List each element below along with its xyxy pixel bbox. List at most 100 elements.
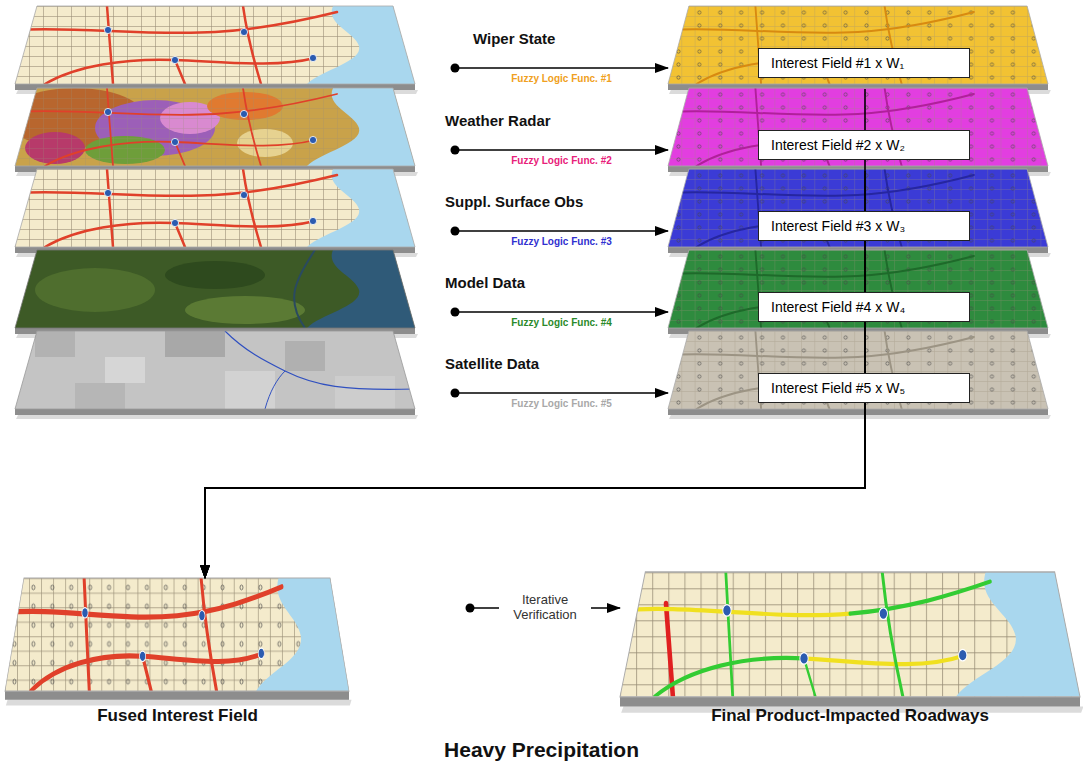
fuzzy-logic-label: Fuzzy Logic Func. #5 — [511, 398, 612, 409]
map-detail — [668, 88, 974, 166]
map-detail — [15, 88, 415, 166]
fused-map: Fused Interest Field — [5, 578, 470, 698]
map-detail — [956, 572, 1080, 697]
map-detail — [723, 605, 967, 665]
map-detail — [668, 6, 1048, 84]
interest-field-layer: Interest Field #5 x W₅ — [668, 331, 1048, 414]
map-detail — [5, 578, 349, 691]
map-detail — [804, 655, 965, 664]
fuzzy-logic-label: Fuzzy Logic Func. #4 — [511, 317, 612, 328]
map-detail — [668, 250, 1048, 328]
final-map: Final Product-Impacted Roadways — [620, 572, 1080, 698]
map-detail — [15, 6, 337, 84]
map-detail — [15, 88, 415, 166]
map-detail — [668, 331, 974, 409]
map-detail — [15, 250, 415, 328]
map-detail — [668, 88, 1048, 166]
map-detail — [15, 6, 415, 84]
map-detail — [668, 6, 974, 84]
map-detail — [225, 331, 415, 389]
map-detail — [15, 331, 415, 409]
map-detail — [5, 578, 349, 691]
map-detail — [15, 331, 415, 409]
map-detail — [668, 88, 1048, 166]
map-detail — [5, 578, 349, 691]
map-detail — [620, 572, 1080, 697]
map-detail — [104, 26, 316, 63]
interest-field-box: Interest Field #5 x W₅ — [758, 373, 970, 403]
map-detail — [307, 88, 415, 166]
map-detail — [668, 169, 1048, 247]
connector-arrow — [455, 67, 668, 69]
connector-arrow — [205, 414, 865, 578]
fused-map — [5, 578, 352, 706]
fuzzy-logic-label: Fuzzy Logic Func. #2 — [511, 155, 612, 166]
interest-field-layer — [668, 169, 1051, 257]
map-detail — [668, 250, 1048, 328]
interest-field-layer — [668, 250, 1051, 338]
map-detail — [15, 409, 418, 419]
map-detail — [668, 331, 1048, 409]
connector-arrow — [205, 333, 865, 578]
interest-field-box: Interest Field #1 x W₁ — [758, 48, 970, 78]
map-detail — [35, 331, 75, 357]
connector-arrow — [455, 230, 668, 232]
map-detail — [15, 169, 415, 247]
map-detail — [668, 6, 1048, 84]
map-detail — [35, 268, 155, 312]
diagram-caption: Heavy Precipitation — [0, 738, 1083, 762]
map-detail — [5, 691, 352, 706]
map-caption: Fused Interest Field — [5, 706, 350, 726]
data-source-layer: Wiper State — [15, 6, 455, 89]
interest-field-box: Interest Field #2 x W₂ — [758, 130, 970, 160]
map-detail — [104, 108, 316, 145]
map-detail — [307, 6, 415, 84]
interest-field-layer: Interest Field #1 x W₁ — [668, 6, 1048, 89]
map-detail — [15, 6, 415, 84]
map-detail — [15, 88, 337, 166]
map-detail — [265, 371, 285, 409]
map-detail — [668, 331, 1048, 409]
map-detail — [668, 169, 1048, 247]
connector-arrow — [455, 392, 668, 394]
map-detail — [82, 608, 264, 662]
map-detail — [620, 609, 850, 615]
map-detail — [655, 658, 805, 697]
interest-field-box: Interest Field #4 x W₄ — [758, 292, 970, 322]
map-detail — [668, 409, 1051, 419]
map-detail — [668, 250, 1048, 328]
layer-name: Wiper State — [473, 30, 555, 47]
map-detail — [668, 169, 1048, 247]
map-detail — [668, 250, 1048, 328]
data-source-layer: Satellite Data — [15, 331, 455, 414]
map-detail — [225, 371, 275, 409]
layer-name: Suppl. Surface Obs — [445, 193, 583, 210]
fuzzy-logic-label: Fuzzy Logic Func. #1 — [511, 73, 612, 84]
data-source-layer: Suppl. Surface Obs — [15, 169, 455, 252]
map-detail — [668, 88, 1048, 166]
interest-field-layer: Interest Field #3 x W₃ — [668, 169, 1048, 252]
map-detail — [15, 6, 415, 84]
map-detail — [15, 169, 337, 247]
map-detail — [668, 169, 974, 247]
map-detail — [668, 6, 1048, 84]
map-detail — [256, 578, 349, 691]
map-detail — [15, 88, 415, 166]
layer-name: Weather Radar — [445, 112, 551, 129]
map-detail — [307, 250, 415, 328]
map-detail — [15, 169, 415, 247]
map-detail — [307, 169, 415, 247]
edge-label: Iterative Verification — [499, 591, 591, 625]
map-detail — [668, 6, 1048, 84]
map-detail — [668, 250, 1048, 328]
map-detail — [5, 578, 349, 691]
map-detail — [620, 572, 990, 697]
map-detail — [285, 341, 325, 371]
map-detail — [668, 331, 1048, 409]
map-detail — [15, 169, 415, 247]
map-detail — [668, 88, 1048, 166]
map-detail — [668, 331, 1048, 409]
interest-field-layer — [668, 331, 1051, 419]
map-detail — [726, 572, 733, 697]
map-caption: Final Product-Impacted Roadways — [620, 706, 1080, 726]
